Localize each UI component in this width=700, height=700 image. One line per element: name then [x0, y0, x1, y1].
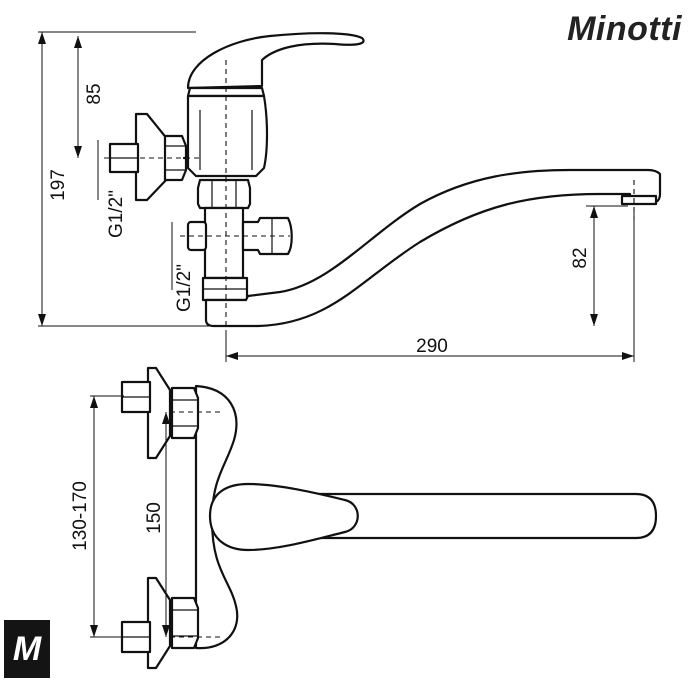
side-view: 197 85 G1/2" G1/2" 82 290	[38, 31, 662, 362]
dim-total-height: 197	[48, 169, 69, 201]
dim-thread-bottom: G1/2"	[174, 264, 195, 312]
top-view: 130-170 150	[70, 366, 658, 670]
dim-lever-height: 85	[84, 83, 105, 104]
dim-inlet-spacing: 150	[144, 502, 165, 534]
dim-thread-top: G1/2"	[106, 190, 127, 238]
dim-inlet-range: 130-170	[70, 481, 91, 551]
brand-logo: Minotti	[567, 10, 682, 48]
dim-spout-height: 82	[570, 247, 591, 268]
dim-spout-reach: 290	[416, 336, 448, 357]
brand-badge: M	[4, 620, 50, 678]
